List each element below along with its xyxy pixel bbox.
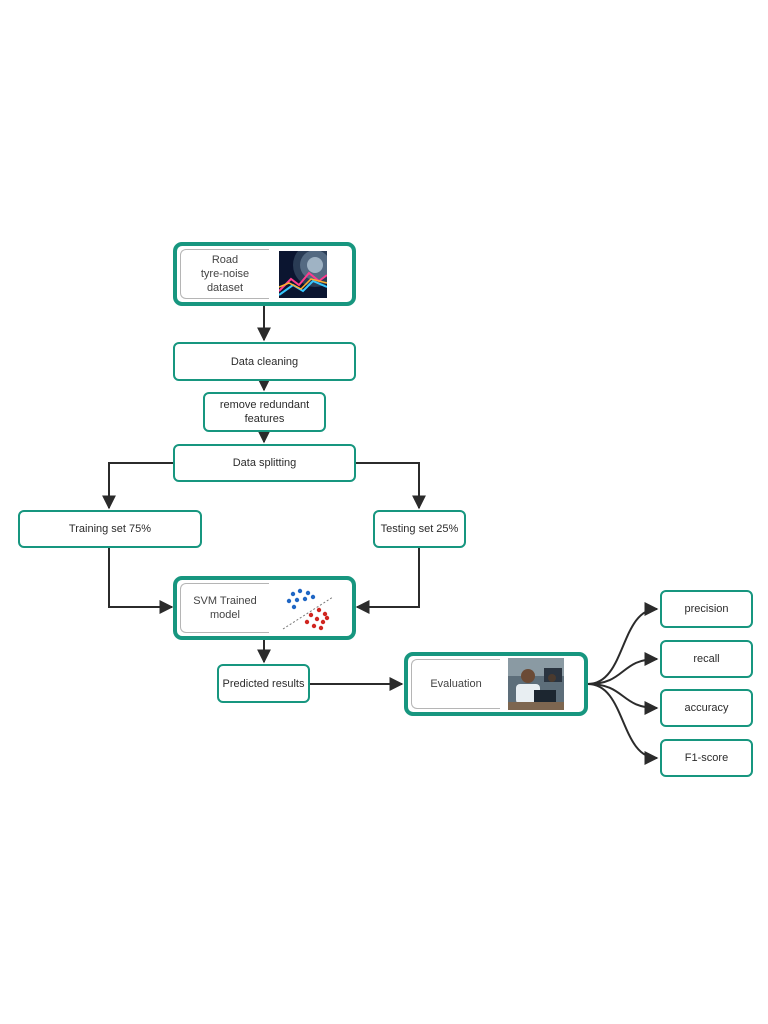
svm-trained-model-node: SVM Trained model: [173, 576, 356, 640]
svm-label: SVM Trained model: [180, 583, 269, 633]
testing-set-node: Testing set 25%: [373, 510, 466, 548]
accuracy-node: accuracy: [660, 689, 753, 727]
tyre-noise-image-icon: [279, 251, 327, 298]
data-cleaning-node: Data cleaning: [173, 342, 356, 381]
people-at-computer-photo-icon: [508, 658, 564, 710]
precision-node: precision: [660, 590, 753, 628]
dataset-label: Road tyre-noise dataset: [180, 249, 269, 299]
arrow-training-to-svm: [108, 548, 174, 614]
arrow-evaluation-to-f1: [587, 683, 659, 765]
recall-node: recall: [660, 640, 753, 678]
arrow-evaluation-to-recall: [587, 652, 659, 685]
predicted-results-node: Predicted results: [217, 664, 310, 703]
evaluation-node: Evaluation: [404, 652, 588, 716]
f1-score-node: F1-score: [660, 739, 753, 777]
training-set-node: Training set 75%: [18, 510, 202, 548]
evaluation-label: Evaluation: [411, 659, 500, 709]
arrow-evaluation-to-precision: [587, 602, 659, 685]
arrow-testing-to-svm: [355, 548, 420, 614]
dataset-node: Road tyre-noise dataset: [173, 242, 356, 306]
arrow-splitting-to-training: [102, 462, 174, 510]
svm-scatter-icon: [277, 585, 337, 633]
arrow-evaluation-to-accuracy: [587, 683, 659, 715]
data-splitting-node: Data splitting: [173, 444, 356, 482]
remove-redundant-features-node: remove redundant features: [203, 392, 326, 432]
arrow-splitting-to-testing: [356, 462, 426, 510]
